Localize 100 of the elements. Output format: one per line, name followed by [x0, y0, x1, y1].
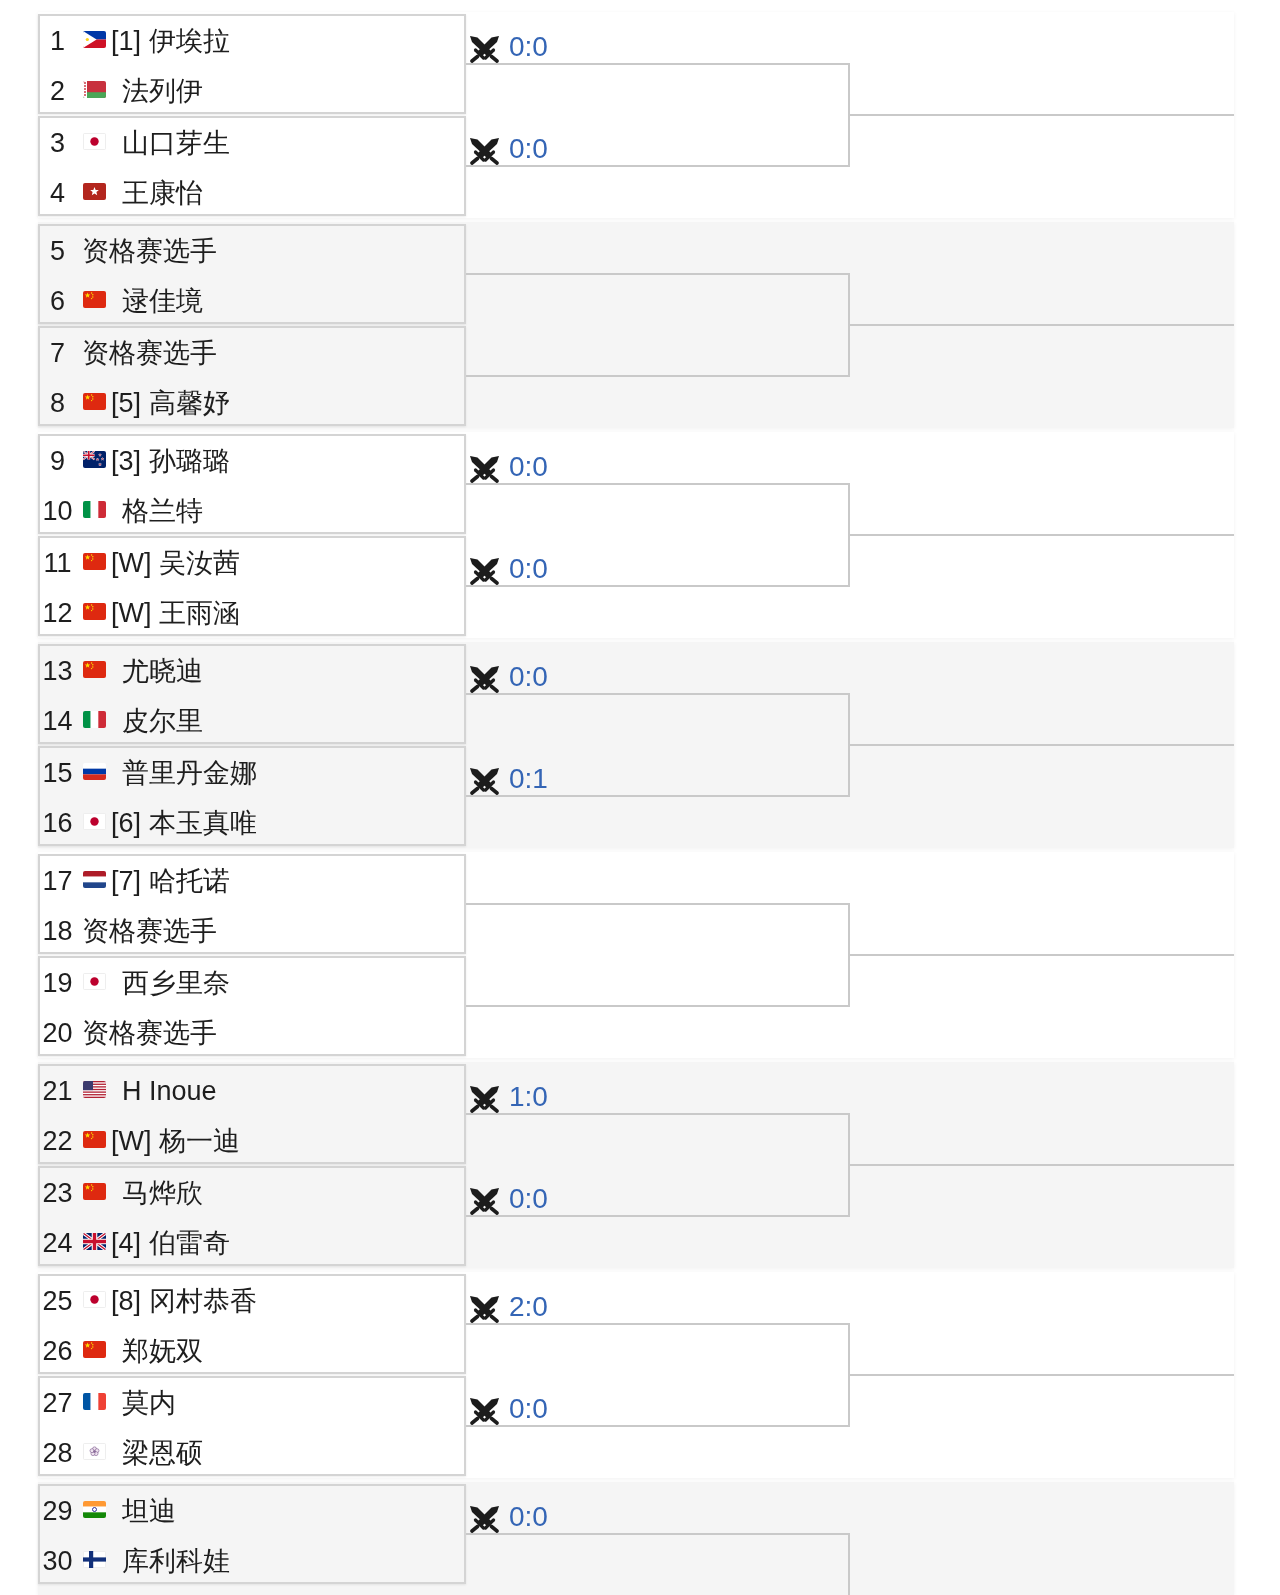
- draw-position-number: 27: [41, 1389, 74, 1417]
- player-name: 资格赛选手: [82, 237, 217, 265]
- bracket-band: [38, 222, 1234, 428]
- match-box: [38, 1274, 466, 1374]
- player-name: H Inoue: [122, 1077, 217, 1105]
- score-label: 0:0: [509, 1185, 548, 1213]
- match-box: [38, 644, 466, 744]
- player-name: 普里丹金娜: [122, 759, 257, 787]
- draw-position-number: 15: [41, 759, 74, 787]
- draw-position-number: 3: [49, 129, 66, 157]
- match-box: [38, 854, 466, 954]
- score-label: 1:0: [509, 1083, 548, 1111]
- bracket-band: [38, 432, 1234, 638]
- draw-position-number: 18: [41, 917, 74, 945]
- bracket-line: [465, 954, 1235, 1007]
- draw-position-number: 4: [49, 179, 66, 207]
- score-label: 0:0: [509, 33, 548, 61]
- match-box: [38, 536, 466, 636]
- draw-position-number: 19: [41, 969, 74, 997]
- score-label: 0:0: [509, 1503, 548, 1531]
- draw-position-number: 10: [41, 497, 74, 525]
- draw-position-number: 21: [41, 1077, 74, 1105]
- player-name: [W] 吴汝茜: [111, 549, 240, 577]
- match-box: [38, 224, 466, 324]
- draw-position-number: 24: [41, 1229, 74, 1257]
- player-name: 坦迪: [122, 1497, 176, 1525]
- player-name: 资格赛选手: [82, 1019, 217, 1047]
- draw-position-number: 26: [41, 1337, 74, 1365]
- draw-position-number: 6: [49, 287, 66, 315]
- bracket-band: [38, 1062, 1234, 1268]
- draw-position-number: 14: [41, 707, 74, 735]
- player-name: 尤晓迪: [122, 657, 203, 685]
- score-label: 0:0: [509, 663, 548, 691]
- draw-position-number: 9: [49, 447, 66, 475]
- draw-position-number: 17: [41, 867, 74, 895]
- player-name: 逯佳境: [122, 287, 203, 315]
- bracket-line: [465, 1533, 850, 1595]
- bracket-band: [38, 1482, 1234, 1595]
- player-name: 王康怡: [122, 179, 203, 207]
- player-name: [8] 冈村恭香: [111, 1287, 257, 1315]
- player-name: [5] 高馨妤: [111, 389, 230, 417]
- player-name: [W] 杨一迪: [111, 1127, 240, 1155]
- match-box: [38, 1064, 466, 1164]
- draw-position-number: 23: [41, 1179, 74, 1207]
- score-label: 0:0: [509, 555, 548, 583]
- draw-position-number: 5: [49, 237, 66, 265]
- match-box: [38, 1484, 466, 1584]
- player-name: [3] 孙璐璐: [111, 447, 230, 475]
- bracket-line: [465, 114, 1235, 167]
- match-box: [38, 956, 466, 1056]
- bracket-line: [465, 1374, 1235, 1427]
- match-box: [38, 1376, 466, 1476]
- player-name: [4] 伯雷奇: [111, 1229, 230, 1257]
- bracket-band: [38, 1272, 1234, 1478]
- player-name: 资格赛选手: [82, 339, 217, 367]
- bracket-band: [38, 642, 1234, 848]
- player-name: 皮尔里: [122, 707, 203, 735]
- match-box: [38, 434, 466, 534]
- match-box: [38, 116, 466, 216]
- score-label: 2:0: [509, 1293, 548, 1321]
- draw-position-number: 12: [41, 599, 74, 627]
- player-name: 资格赛选手: [82, 917, 217, 945]
- score-label: 0:0: [509, 1395, 548, 1423]
- player-name: 法列伊: [122, 77, 203, 105]
- match-box: [38, 14, 466, 114]
- player-name: 库利科娃: [122, 1547, 230, 1575]
- draw-position-number: 20: [41, 1019, 74, 1047]
- player-name: 山口芽生: [122, 129, 230, 157]
- bracket-band: [38, 852, 1234, 1058]
- player-name: [1] 伊埃拉: [111, 27, 230, 55]
- draw-position-number: 2: [49, 77, 66, 105]
- draw-position-number: 16: [41, 809, 74, 837]
- bracket-line: [465, 324, 1235, 377]
- draw-position-number: 11: [42, 549, 73, 577]
- bracket-line: [465, 534, 1235, 587]
- player-name: 西乡里奈: [122, 969, 230, 997]
- draw-position-number: 8: [49, 389, 66, 417]
- match-box: [38, 746, 466, 846]
- score-label: 0:0: [509, 453, 548, 481]
- draw-position-number: 22: [41, 1127, 74, 1155]
- draw-position-number: 29: [41, 1497, 74, 1525]
- player-name: 梁恩硕: [122, 1439, 203, 1467]
- score-label: 0:0: [509, 135, 548, 163]
- player-name: [W] 王雨涵: [111, 599, 240, 627]
- bracket-line: [465, 1164, 1235, 1217]
- score-label: 0:1: [509, 765, 548, 793]
- player-name: 马烨欣: [122, 1179, 203, 1207]
- draw-position-number: 25: [41, 1287, 74, 1315]
- draw-position-number: 13: [41, 657, 74, 685]
- player-name: 格兰特: [122, 497, 203, 525]
- match-box: [38, 326, 466, 426]
- player-name: [6] 本玉真唯: [111, 809, 257, 837]
- bracket-band: [38, 12, 1234, 218]
- draw-position-number: 30: [41, 1547, 74, 1575]
- draw-position-number: 28: [41, 1439, 74, 1467]
- player-name: [7] 哈托诺: [111, 867, 230, 895]
- player-name: 莫内: [122, 1389, 176, 1417]
- draw-position-number: 1: [49, 27, 66, 55]
- player-name: 郑妩双: [122, 1337, 203, 1365]
- bracket-line: [465, 744, 1235, 797]
